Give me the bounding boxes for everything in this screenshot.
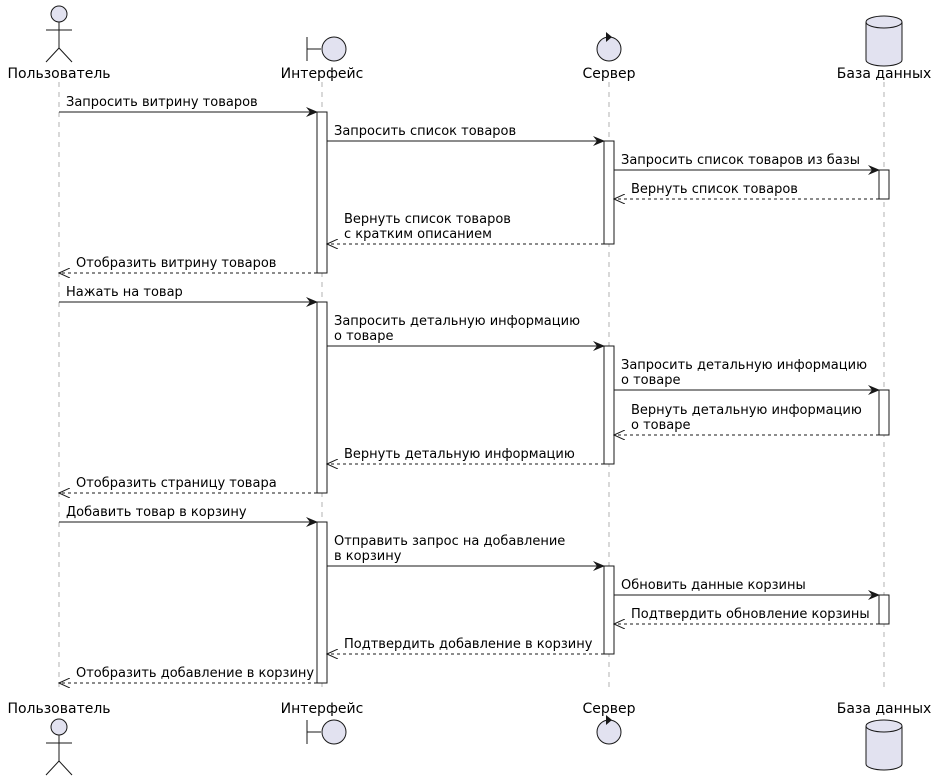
message-label: Подтвердить добавление в корзину <box>344 637 593 652</box>
message-label: Добавить товар в корзину <box>66 505 247 520</box>
message-label: Обновить данные корзины <box>621 578 806 593</box>
participant-label: Сервер <box>582 66 635 82</box>
activation-bar <box>878 389 890 436</box>
participant-top-3: База данных <box>837 15 932 82</box>
participant-label: База данных <box>837 66 932 82</box>
boundary-icon <box>306 719 347 745</box>
participant-label: Сервер <box>582 701 635 717</box>
control-icon <box>596 32 622 62</box>
activation-bar <box>603 565 615 655</box>
message-label: Нажать на товар <box>66 285 183 300</box>
lifelines <box>58 82 885 690</box>
database-icon <box>865 719 903 771</box>
participant-bottom-3: База данных <box>837 701 932 771</box>
message-10: Вернуть детальную информацию <box>327 447 604 464</box>
message-label: Подтвердить обновление корзины <box>631 607 870 622</box>
activation-bar <box>316 111 328 274</box>
actor-icon <box>45 718 73 776</box>
activation-bar <box>316 301 328 494</box>
participant-bottom-1: Интерфейс <box>281 701 364 745</box>
database-icon <box>865 15 903 67</box>
participant-top-1: Интерфейс <box>281 36 364 82</box>
message-2: Запросить список товаров из базы <box>614 153 880 175</box>
message-15: Подтвердить обновление корзины <box>614 607 879 624</box>
control-icon <box>596 715 622 745</box>
participant-bottom-0: Пользователь <box>7 701 111 776</box>
participant-label: Интерфейс <box>281 66 364 82</box>
message-12: Добавить товар в корзину <box>59 505 318 527</box>
message-label: Отобразить страницу товара <box>76 476 277 491</box>
participant-label: Пользователь <box>7 701 110 717</box>
message-3: Вернуть список товаров <box>614 182 879 199</box>
participant-bottom-2: Сервер <box>582 701 636 745</box>
message-6: Нажать на товар <box>59 285 318 307</box>
message-14: Обновить данные корзины <box>614 578 880 600</box>
message-label: Вернуть детальную информацию <box>344 447 575 462</box>
message-0: Запросить витрину товаров <box>59 95 318 117</box>
message-11: Отобразить страницу товара <box>59 476 317 493</box>
activation-bar <box>603 140 615 245</box>
activation-bar <box>316 521 328 684</box>
message-16: Подтвердить добавление в корзину <box>327 637 604 654</box>
activation-bar <box>878 169 890 200</box>
message-label: Запросить витрину товаров <box>66 95 258 110</box>
activation-bar <box>603 345 615 465</box>
message-label: Отобразить добавление в корзину <box>76 666 314 681</box>
participant-top-0: Пользователь <box>7 5 111 82</box>
message-label: Вернуть список товаров <box>631 182 798 197</box>
message-17: Отобразить добавление в корзину <box>59 666 317 683</box>
message-label: Отобразить витрину товаров <box>76 256 276 271</box>
message-1: Запросить список товаров <box>327 124 605 146</box>
participant-label: Интерфейс <box>281 701 364 717</box>
participant-label: Пользователь <box>7 66 110 82</box>
participants: ПользовательПользовательИнтерфейсИнтерфе… <box>7 5 932 776</box>
participant-label: База данных <box>837 701 932 717</box>
activation-bars <box>316 111 890 684</box>
message-label: Запросить список товаров <box>334 124 516 139</box>
actor-icon <box>45 5 73 63</box>
activation-bar <box>878 594 890 625</box>
message-5: Отобразить витрину товаров <box>59 256 317 273</box>
message-label: Запросить список товаров из базы <box>621 153 860 168</box>
participant-top-2: Сервер <box>582 32 636 82</box>
boundary-icon <box>306 36 347 62</box>
